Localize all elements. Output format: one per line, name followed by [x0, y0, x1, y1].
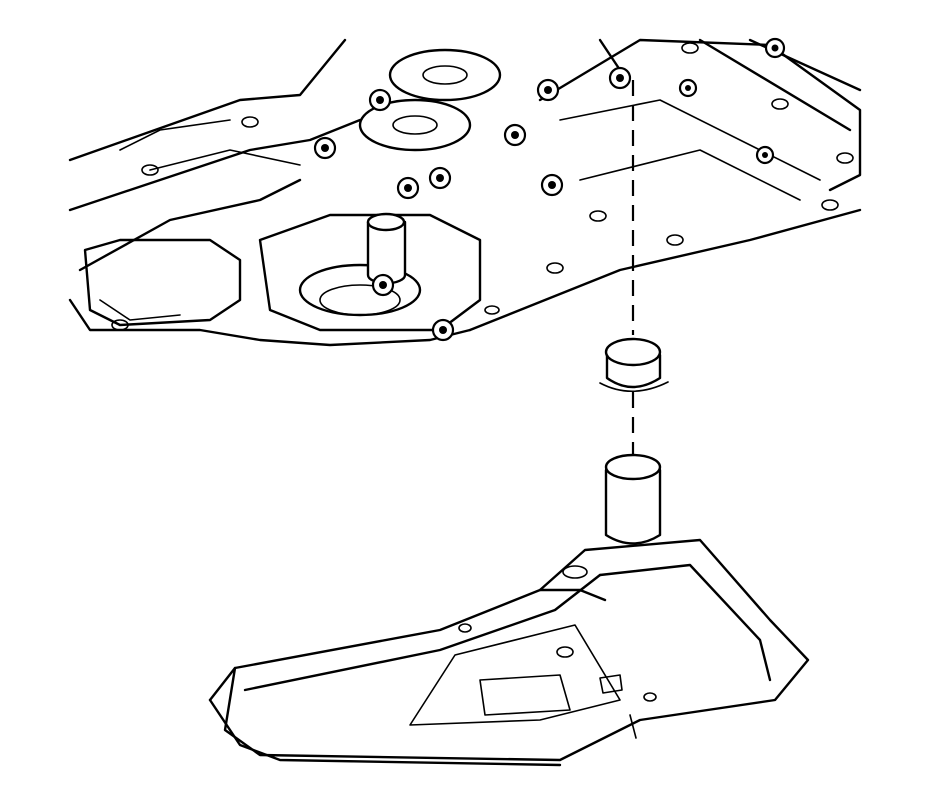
bolt-group	[313, 37, 786, 342]
housing-edge-right-top	[538, 38, 862, 192]
bolt-icon	[678, 78, 698, 98]
hole-icon	[241, 116, 259, 128]
housing-bottom-edge	[68, 298, 472, 347]
filter-rim-bottom	[208, 698, 562, 767]
hole-icon	[546, 262, 564, 274]
tube-boss-top	[366, 212, 406, 232]
bolt-icon	[608, 66, 632, 90]
hole-icon	[821, 199, 839, 211]
filter-drain-tab	[629, 714, 637, 739]
bolt-icon	[764, 37, 786, 59]
filter-seal-lip	[599, 381, 669, 392]
bolt-icon	[503, 123, 527, 147]
housing-rib-3	[119, 119, 231, 151]
housing-left-flange	[83, 238, 242, 327]
transmission-case-underside-icon	[68, 37, 862, 347]
filter-seal-icon	[599, 337, 669, 392]
housing-edge-right-tab	[598, 38, 622, 72]
filter-seat-boss	[258, 213, 482, 332]
housing-rib-2	[149, 149, 301, 171]
housing-edge-right-bottom	[468, 208, 862, 332]
filter-hole-icon	[643, 692, 657, 702]
hole-icon	[681, 42, 699, 54]
filter-body	[223, 538, 810, 762]
filter-flat-panel	[409, 624, 621, 726]
hole-icon	[836, 152, 854, 164]
filter-seat-bore-inner	[319, 284, 401, 316]
housing-right-rib	[559, 99, 821, 181]
filter-rim-top-inner	[243, 573, 602, 692]
hole-icon	[589, 210, 607, 222]
housing-right-rail	[698, 38, 852, 132]
bolt-icon	[431, 318, 455, 342]
housing-right-rib-2	[579, 149, 801, 201]
bolt-icon	[536, 78, 560, 102]
filter-seal-top	[604, 337, 662, 367]
hole-icon	[666, 234, 684, 246]
housing-rib	[99, 299, 181, 321]
hole-icon	[111, 319, 129, 331]
servo-cover-lower-center	[392, 115, 438, 135]
hole-icon	[141, 164, 159, 176]
transmission-oil-filter-icon	[208, 453, 810, 767]
filter-label-pad	[479, 674, 571, 716]
hole-icon	[484, 305, 500, 315]
filter-rivet-icon	[458, 623, 472, 633]
bolt-icon	[396, 176, 420, 200]
housing-edge-mid	[68, 118, 362, 212]
filter-boss-icon	[562, 565, 588, 579]
bolt-icon	[540, 173, 564, 197]
bolt-icon	[755, 145, 775, 165]
bolt-icon	[371, 273, 395, 297]
servo-cover-upper-center	[422, 65, 468, 85]
housing-edge-upper	[68, 38, 347, 162]
hole-icon	[771, 98, 789, 110]
hole-group	[111, 42, 854, 331]
bolt-icon	[313, 136, 337, 160]
bolt-icon	[368, 88, 392, 112]
servo-cover-lower	[358, 98, 472, 152]
filter-pickup-tube	[604, 468, 662, 545]
housing-edge-lower	[78, 178, 302, 272]
servo-cover-upper	[388, 48, 502, 102]
filter-tab	[599, 674, 623, 694]
bolt-icon	[428, 166, 452, 190]
filter-hole-icon	[556, 646, 574, 658]
filter-neck-edge	[538, 588, 607, 602]
filter-rim-left	[208, 666, 237, 702]
filter-rim-right-inner	[598, 563, 772, 682]
filter-pickup-tube-top	[604, 453, 662, 481]
